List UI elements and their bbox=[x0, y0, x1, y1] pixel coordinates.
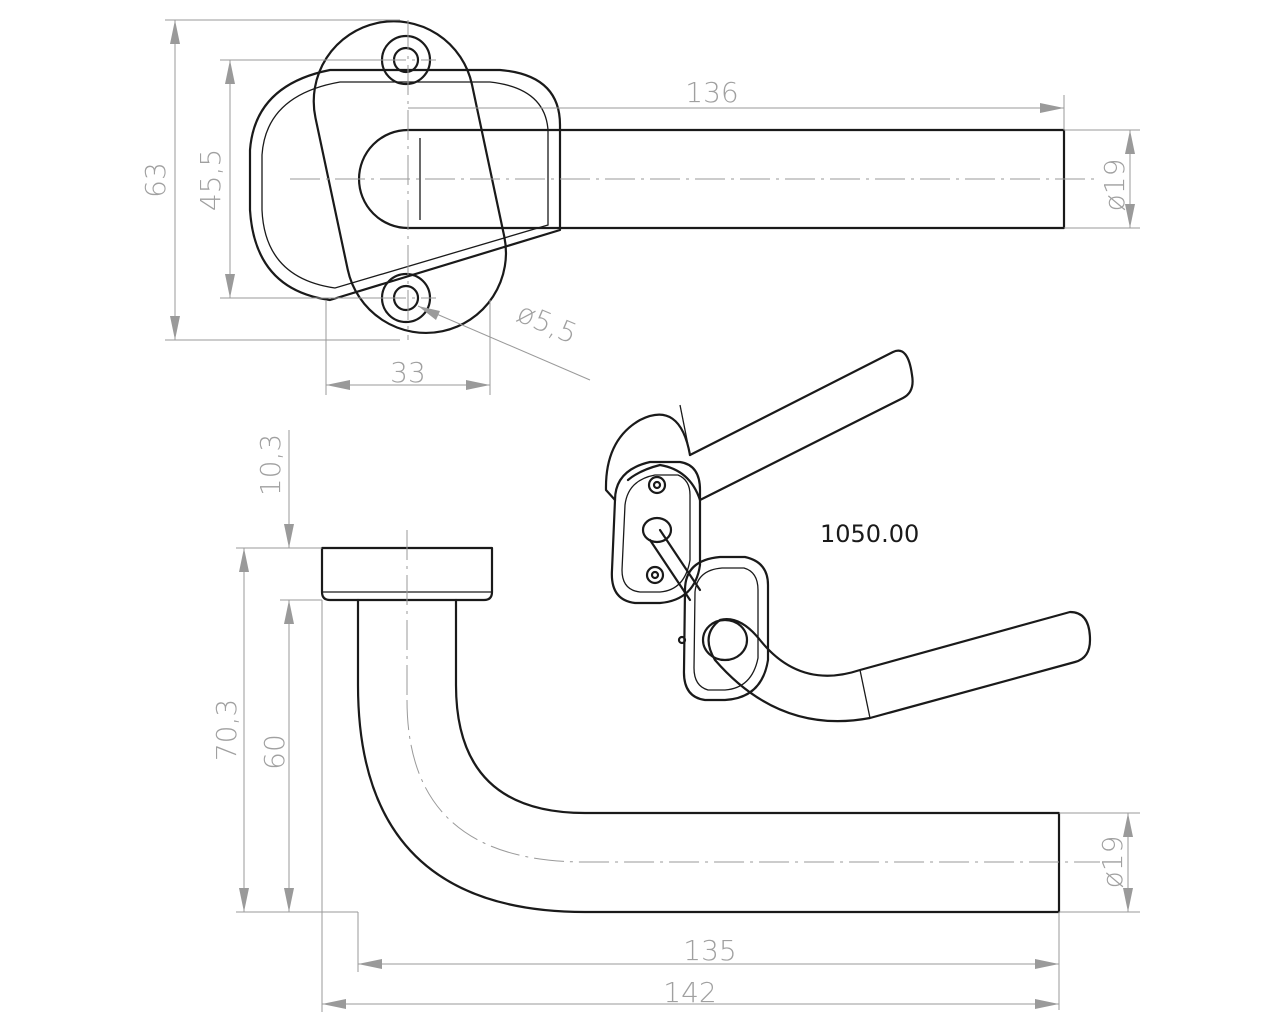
dim-side-length-total: 142 bbox=[663, 976, 716, 1009]
iso-upper-arm bbox=[688, 349, 914, 502]
iso-upper-rose bbox=[610, 460, 702, 605]
side-view: 10,3 70,3 60 135 142 ø19 bbox=[210, 430, 1140, 1012]
dim-tube-diameter-side: ø19 bbox=[1096, 836, 1129, 889]
dim-hole-spacing: 45,5 bbox=[194, 149, 227, 211]
iso-lower-arm bbox=[707, 610, 1092, 723]
dim-tube-diameter-top: ø19 bbox=[1098, 159, 1131, 212]
dim-side-height-total: 70,3 bbox=[210, 699, 243, 761]
lever-inner-outline bbox=[261, 81, 549, 289]
lever-top-outline bbox=[248, 68, 562, 302]
dim-hole-diameter: ø5,5 bbox=[512, 296, 582, 350]
lever-arm bbox=[357, 128, 1066, 230]
dim-side-length-inner: 135 bbox=[683, 934, 736, 967]
rose-plate-outline bbox=[312, 20, 508, 335]
iso-lower-rose bbox=[682, 555, 770, 702]
dim-rose-width: 33 bbox=[390, 356, 426, 389]
isometric-view: 1050.00 bbox=[604, 349, 1092, 723]
product-code: 1050.00 bbox=[820, 520, 919, 548]
lever-side bbox=[356, 598, 1061, 914]
top-view: 136 63 45,5 33 ø5,5 ø19 bbox=[139, 19, 1140, 395]
dim-height-63: 63 bbox=[139, 162, 172, 198]
rose-side bbox=[320, 546, 494, 602]
dim-length-136: 136 bbox=[685, 76, 738, 109]
iso-spindle bbox=[648, 528, 702, 602]
dim-rose-thickness: 10,3 bbox=[254, 434, 287, 496]
centerline-side-bend bbox=[406, 699, 1100, 863]
dim-side-height-inner: 60 bbox=[258, 734, 291, 770]
